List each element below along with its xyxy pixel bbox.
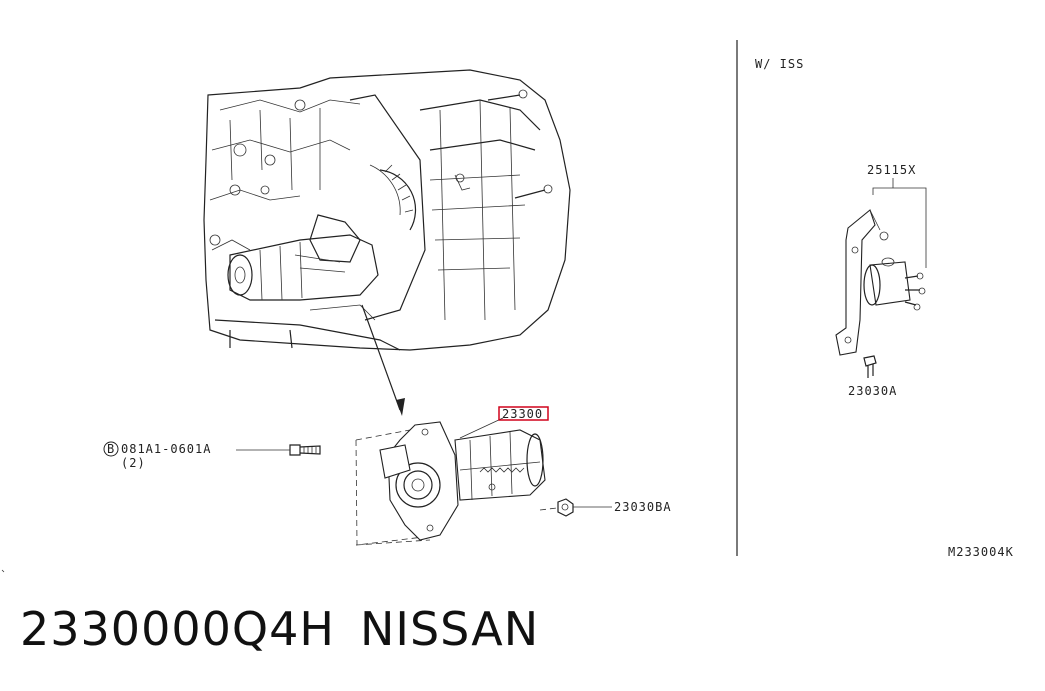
bracket-bolt — [863, 355, 877, 378]
part-number: 2330000Q4H — [20, 602, 335, 656]
starter-label[interactable]: 23300 — [502, 407, 543, 421]
bolt-qty: (2) — [121, 456, 146, 470]
bracket-label[interactable]: 25115X — [867, 163, 916, 177]
starter-highlight-box[interactable] — [498, 406, 549, 421]
starter-nut — [557, 498, 574, 517]
iss-bracket — [835, 209, 926, 356]
bracket-leader — [872, 178, 927, 268]
starter-motor — [355, 421, 558, 546]
bolt-symbol-circle — [103, 441, 119, 457]
diagram-id: M233004K — [948, 545, 1014, 559]
variant-label: W/ ISS — [755, 57, 804, 71]
transmission-drawing — [203, 69, 571, 351]
bolt-symbol: B — [107, 442, 115, 456]
nut-label[interactable]: 23030BA — [614, 500, 672, 514]
brand-name: NISSAN — [360, 602, 539, 656]
corner-mark — [1, 569, 5, 573]
bracket-bolt-label[interactable]: 23030A — [848, 384, 897, 398]
starter-leader — [459, 417, 504, 439]
install-arrow — [361, 304, 405, 416]
starter-bolt — [289, 444, 321, 456]
bolt-label[interactable]: 081A1-0601A — [121, 442, 211, 456]
